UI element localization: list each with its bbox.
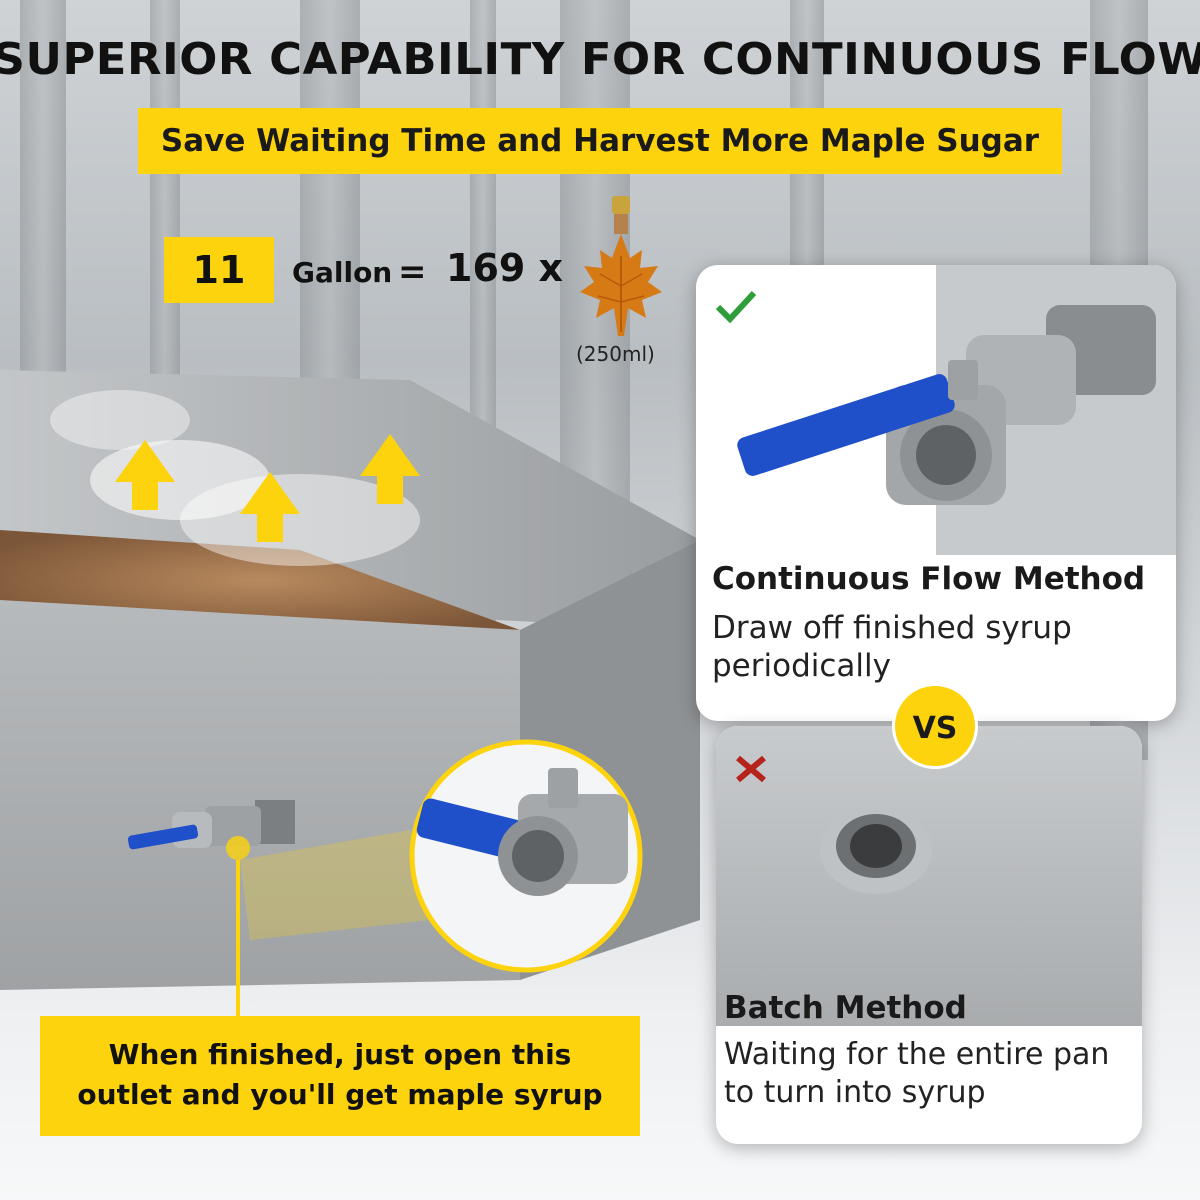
outlet-nipple-image: [820, 806, 932, 894]
capacity-number: 11: [164, 237, 274, 303]
continuous-flow-desc-line1: Draw off finished syrup: [712, 610, 1072, 646]
ball-valve-image: [737, 265, 1176, 555]
batch-method-desc-line1: Waiting for the entire pan: [724, 1037, 1110, 1072]
equals-sign: =: [398, 252, 427, 292]
batch-method-title: Batch Method: [724, 990, 967, 1026]
subtitle-text: Save Waiting Time and Harvest More Maple…: [160, 123, 1040, 159]
bottle-volume: (250ml): [576, 342, 655, 366]
subtitle-banner: Save Waiting Time and Harvest More Maple…: [138, 108, 1062, 174]
batch-pan-image: [716, 726, 1142, 1026]
valve-zoom-circle: [409, 739, 643, 973]
callout-line1: When finished, just open this: [108, 1038, 572, 1071]
batch-method-card: Batch Method Waiting for the entire pan …: [716, 726, 1142, 1144]
cross-icon: [736, 755, 766, 783]
check-icon: [716, 290, 756, 323]
page-title: SUPERIOR CAPABILITY FOR CONTINUOUS FLOW: [0, 34, 1200, 85]
continuous-flow-title: Continuous Flow Method: [712, 561, 1146, 597]
batch-method-desc-line2: to turn into syrup: [724, 1075, 986, 1110]
evaporator-pan-illustration: [0, 370, 700, 1016]
continuous-flow-desc-line2: periodically: [712, 648, 891, 684]
maple-syrup-bottle-icon: [580, 196, 662, 336]
capacity-unit: Gallon: [292, 256, 393, 289]
outlet-callout: When finished, just open this outlet and…: [40, 1016, 640, 1136]
bottle-count: 169 x: [446, 246, 564, 290]
vs-badge: VS: [892, 683, 978, 769]
callout-line2: outlet and you'll get maple syrup: [77, 1078, 603, 1111]
continuous-flow-card: Continuous Flow Method Draw off finished…: [696, 265, 1176, 721]
